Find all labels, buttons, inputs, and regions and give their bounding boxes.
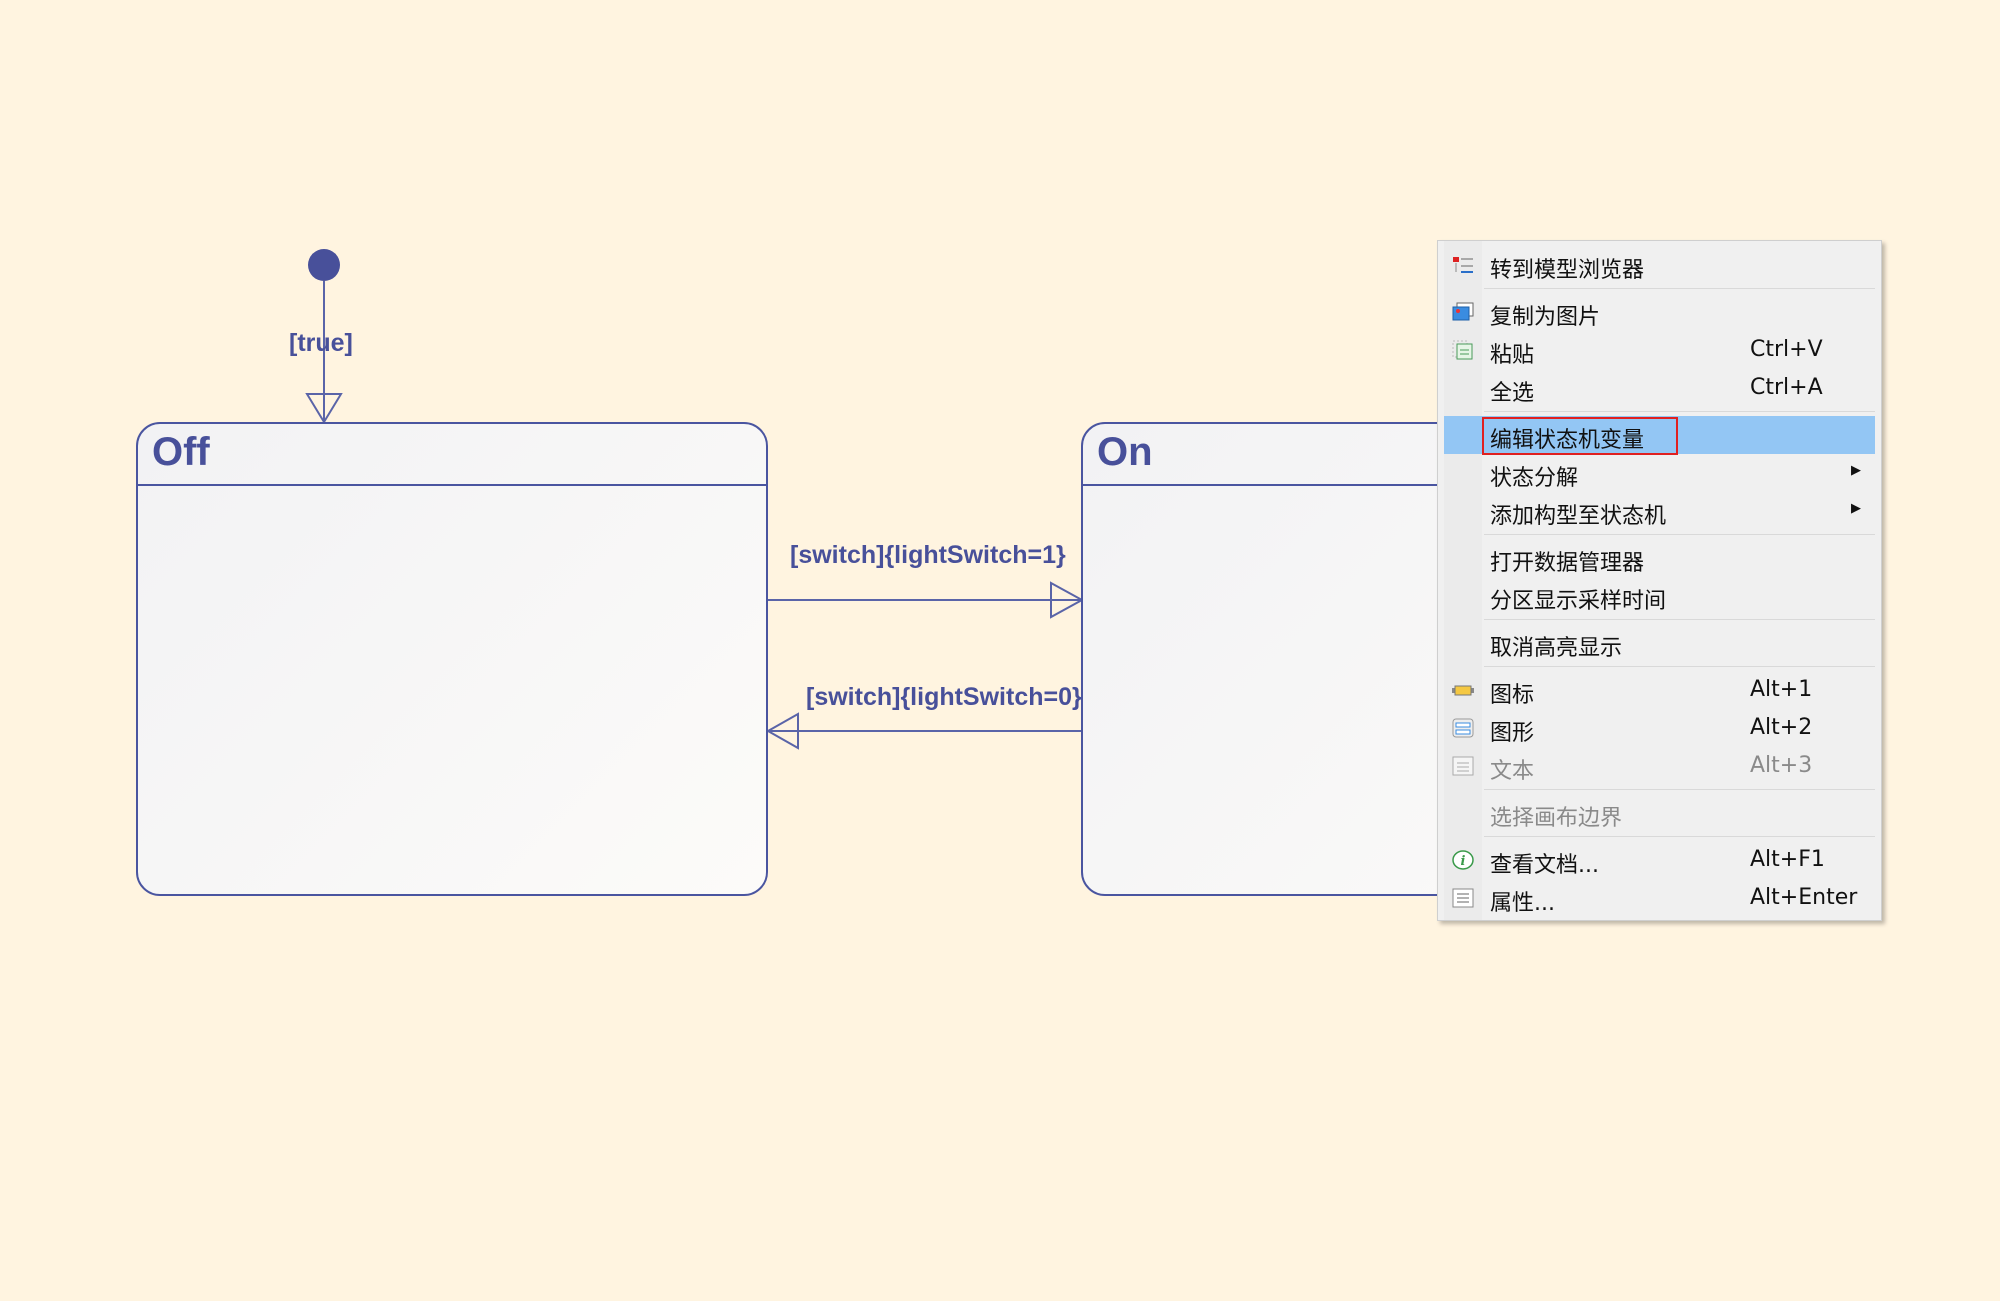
menu-item[interactable]: 编辑状态机变量 xyxy=(1444,411,1875,455)
menu-item[interactable]: 属性... Alt+Enter xyxy=(1444,879,1875,917)
menu-item-label: 粘贴 xyxy=(1490,343,1535,368)
menu-item-label: 打开数据管理器 xyxy=(1490,551,1645,576)
menu-item[interactable]: 分区显示采样时间 xyxy=(1444,577,1875,615)
menu-item-label: 选择画布边界 xyxy=(1490,806,1623,831)
menu-item-shortcut: Alt+1 xyxy=(1750,677,1813,702)
submenu-arrow-icon: ▶ xyxy=(1851,463,1861,478)
menu-item-label: 属性... xyxy=(1490,891,1555,916)
menu-item[interactable]: 粘贴 Ctrl+V xyxy=(1444,331,1875,369)
initial-state-dot[interactable] xyxy=(308,249,340,281)
menu-item-label: 全选 xyxy=(1490,381,1535,406)
state-name[interactable]: Off xyxy=(152,430,210,474)
state-header xyxy=(1083,424,1711,486)
transition-on-to-off-label[interactable]: [switch]{lightSwitch=0} xyxy=(806,683,1082,711)
menu-item[interactable]: 图形 Alt+2 xyxy=(1444,709,1875,747)
text-view-icon xyxy=(1452,756,1474,776)
menu-item-label: 取消高亮显示 xyxy=(1490,636,1623,661)
menu-item-shortcut: Alt+3 xyxy=(1750,753,1813,778)
model-browser-icon xyxy=(1452,255,1474,275)
paste-icon xyxy=(1452,340,1474,360)
copy-image-icon xyxy=(1452,302,1474,322)
menu-item-shortcut: Ctrl+A xyxy=(1750,375,1823,400)
menu-item[interactable]: 复制为图片 xyxy=(1444,288,1875,331)
menu-item-shortcut: Alt+Enter xyxy=(1750,885,1858,910)
menu-item-label: 添加构型至状态机 xyxy=(1490,504,1667,529)
context-menu: 转到模型浏览器复制为图片粘贴 Ctrl+V 全选 Ctrl+A 编辑状态机变量状态分解 ▶… xyxy=(1437,240,1882,921)
icon-view-icon xyxy=(1452,680,1474,700)
menu-item-label: 图形 xyxy=(1490,721,1535,746)
state-name[interactable]: On xyxy=(1097,430,1153,474)
submenu-arrow-icon: ▶ xyxy=(1851,501,1861,516)
menu-item[interactable]: 取消高亮显示 xyxy=(1444,619,1875,662)
menu-item[interactable]: i 查看文档... Alt+F1 xyxy=(1444,836,1875,879)
svg-text:i: i xyxy=(1461,854,1466,869)
menu-item[interactable]: 选择画布边界 xyxy=(1444,789,1875,832)
info-icon: i xyxy=(1452,850,1474,870)
menu-item-label: 复制为图片 xyxy=(1490,305,1601,330)
state-header xyxy=(138,424,766,486)
menu-item-shortcut: Alt+2 xyxy=(1750,715,1813,740)
red-highlight-box xyxy=(1482,417,1678,455)
menu-item-label: 编辑状态机变量 xyxy=(1490,428,1645,453)
menu-item-label: 查看文档... xyxy=(1490,853,1599,878)
menu-item-label: 状态分解 xyxy=(1490,466,1579,491)
state-off[interactable]: Off xyxy=(136,422,768,896)
menu-item[interactable]: 状态分解 ▶ xyxy=(1444,454,1875,492)
menu-item-shortcut: Alt+F1 xyxy=(1750,847,1825,872)
menu-item-label: 图标 xyxy=(1490,683,1535,708)
menu-item[interactable]: 文本 Alt+3 xyxy=(1444,747,1875,785)
menu-item-label: 文本 xyxy=(1490,759,1535,784)
menu-item[interactable]: 添加构型至状态机 ▶ xyxy=(1444,492,1875,530)
transition-on-to-off-arrowhead xyxy=(765,712,799,750)
transition-off-to-on-arrowhead xyxy=(1050,581,1085,619)
transition-off-to-on-label[interactable]: [switch]{lightSwitch=1} xyxy=(790,541,1066,569)
properties-icon xyxy=(1452,888,1474,908)
menu-item-label: 分区显示采样时间 xyxy=(1490,589,1667,614)
menu-item[interactable]: 全选 Ctrl+A xyxy=(1444,369,1875,407)
default-transition-label[interactable]: [true] xyxy=(289,329,353,357)
menu-item-label: 转到模型浏览器 xyxy=(1490,258,1645,283)
default-transition-arrowhead xyxy=(305,393,343,424)
menu-item[interactable]: 打开数据管理器 xyxy=(1444,534,1875,577)
menu-item[interactable]: 图标 Alt+1 xyxy=(1444,666,1875,709)
graphic-view-icon xyxy=(1452,718,1474,738)
menu-item-shortcut: Ctrl+V xyxy=(1750,337,1823,362)
menu-item[interactable]: 转到模型浏览器 xyxy=(1444,246,1875,284)
